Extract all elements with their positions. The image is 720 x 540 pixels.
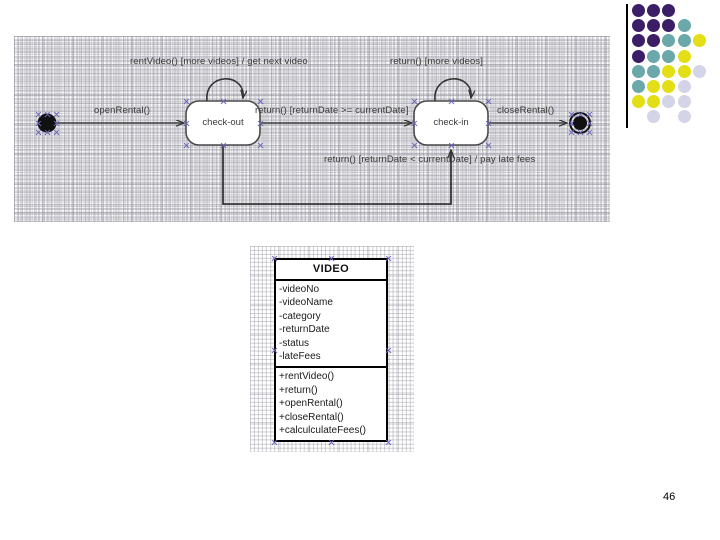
decoration-dot <box>632 34 645 48</box>
class-operation: +rentVideo() <box>279 371 335 383</box>
diagram-grid-background <box>14 36 610 222</box>
state-machine-diagram: check-out check-in rentVideo() [more vid… <box>14 36 610 222</box>
decoration-dot <box>677 64 691 78</box>
decoration-dot <box>677 110 691 124</box>
transition-return-late <box>222 145 451 205</box>
class-attribute: -returnDate <box>279 324 330 336</box>
decoration-dot <box>677 95 691 109</box>
decoration-dot <box>692 34 706 48</box>
decoration-dot <box>677 49 691 63</box>
class-operation: +calculculateFees() <box>279 425 366 437</box>
transition-label-close-rental: closeRental() <box>497 105 555 116</box>
decoration-dot <box>662 80 676 93</box>
final-state-node <box>569 112 591 134</box>
transition-label-return-late: return() [returnDate < currentDate] / pa… <box>324 154 536 165</box>
class-attribute: -videoName <box>279 297 333 309</box>
decoration-dot <box>647 49 661 63</box>
decoration-dot <box>647 95 661 109</box>
decoration-dot <box>677 19 691 33</box>
decoration-dot <box>632 49 645 63</box>
class-operation: +openRental() <box>279 398 343 410</box>
decoration-dot <box>647 80 661 93</box>
state-label-check-out: check-out <box>202 117 244 128</box>
decoration-dot <box>632 4 645 17</box>
class-attributes-section: -videoNo -videoName -category -returnDat… <box>276 281 386 369</box>
decoration-dot <box>677 80 691 93</box>
decoration-dot <box>632 80 645 93</box>
initial-state-node <box>37 113 57 133</box>
decoration-dot <box>662 49 676 63</box>
class-box-video[interactable]: VIDEO -videoNo -videoName -category -ret… <box>274 258 388 443</box>
decoration-dot <box>632 95 645 109</box>
transition-label-return-more-videos: return() [more videos] <box>390 56 484 67</box>
decoration-dot <box>662 19 676 33</box>
decoration-dot <box>662 64 676 78</box>
decoration-dot <box>647 19 661 33</box>
class-attribute: -videoNo <box>279 284 320 295</box>
decoration-dot <box>662 34 676 48</box>
decoration-dot <box>647 110 661 124</box>
decoration-dot <box>677 34 691 48</box>
decoration-dot <box>692 64 706 78</box>
decoration-dot <box>632 64 645 78</box>
transition-label-open-rental: openRental() <box>94 105 151 116</box>
decoration-dot <box>647 4 661 17</box>
state-diagram-canvas <box>37 78 591 205</box>
transition-return-more-videos-self-loop <box>434 78 471 102</box>
decoration-dot <box>647 64 661 78</box>
class-operation: +return() <box>279 384 318 396</box>
decoration-dot <box>647 34 661 48</box>
class-attribute: -category <box>279 310 321 322</box>
class-name-label: VIDEO <box>276 260 386 281</box>
decoration-vertical-rule <box>626 4 628 128</box>
transition-label-rent-video: rentVideo() [more videos] / get next vid… <box>130 56 308 67</box>
transition-rent-video-self-loop <box>206 78 243 102</box>
class-diagram: VIDEO -videoNo -videoName -category -ret… <box>250 246 414 452</box>
dot-grid-decoration <box>632 4 710 124</box>
class-operation: +closeRental() <box>279 411 344 423</box>
decoration-dot <box>632 19 645 33</box>
page-number: 46 <box>663 491 676 503</box>
class-attribute: -lateFees <box>279 351 321 363</box>
class-attribute: -status <box>279 337 310 349</box>
state-label-check-in: check-in <box>433 117 469 128</box>
transition-label-return-on-time: return() [returnDate >= currentDate] <box>255 105 409 116</box>
decoration-dot <box>662 4 676 17</box>
class-operations-section: +rentVideo() +return() +openRental() +cl… <box>276 368 386 440</box>
decoration-dot <box>662 95 676 109</box>
